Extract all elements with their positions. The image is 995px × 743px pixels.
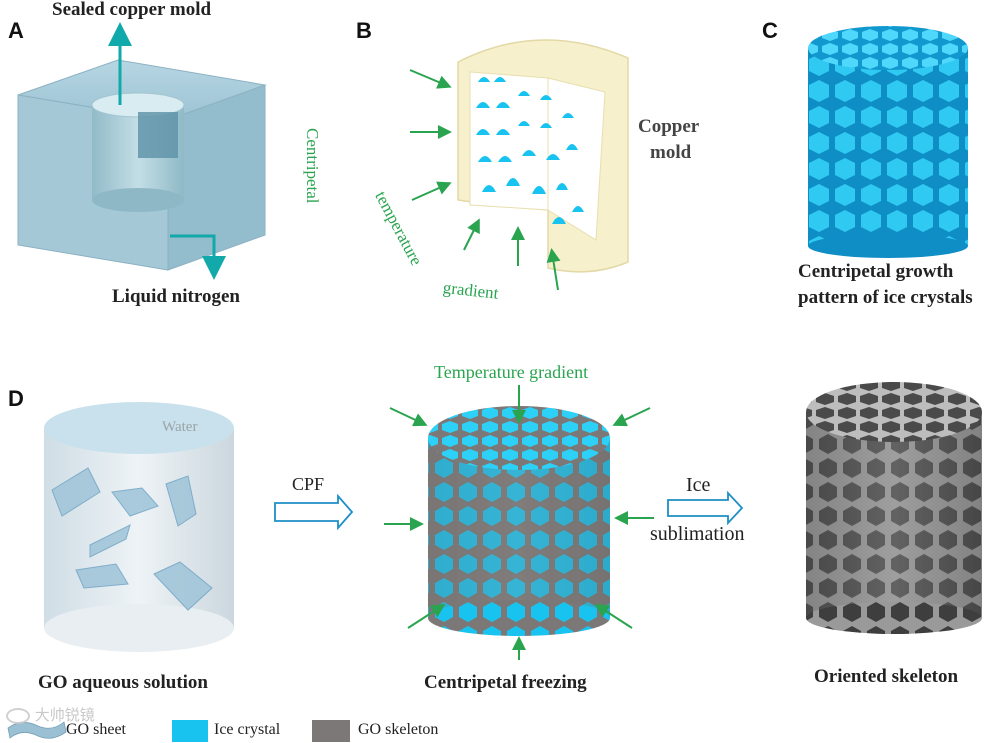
- nitrogen-box-side: [167, 84, 266, 271]
- watermark-logo-icon: [6, 707, 30, 724]
- curved-label-centripetal: Centripetal: [303, 128, 322, 204]
- centripetal-freezing-caption: Centripetal freezing: [424, 672, 587, 693]
- panel-b-graphic: [409, 39, 629, 291]
- arrow-to-nitrogen: [170, 234, 226, 280]
- liquid-nitrogen-label: Liquid nitrogen: [112, 286, 240, 307]
- panel-b-letter: B: [356, 18, 372, 43]
- water-cylinder: [44, 428, 234, 628]
- panel-c-graphic: [808, 26, 968, 258]
- water-surface: [44, 402, 234, 454]
- sublimation-label: sublimation: [650, 523, 745, 545]
- panel-c-caption-line1: Centripetal growth: [798, 261, 954, 282]
- sublimation-hollow-arrow: [667, 490, 744, 526]
- copper-mold-label-line1: Copper: [638, 116, 700, 137]
- legend-go-sheet-swatch: [7, 721, 67, 739]
- legend-skeleton-swatch: [312, 720, 350, 742]
- cpf-label: CPF: [292, 474, 325, 494]
- panel-b-gradient-arrows: [409, 69, 561, 291]
- ice-label: Ice: [686, 474, 711, 496]
- legend-ice-crystal-label: Ice crystal: [214, 721, 281, 738]
- watermark-label: 大帅锐镜: [34, 706, 95, 724]
- legend-go-skeleton-label: GO skeleton: [358, 721, 439, 738]
- freezing-gradient-arrows: [384, 385, 654, 660]
- panel-c-caption-line2: pattern of ice crystals: [798, 287, 973, 308]
- skeleton-cylinder-top: [806, 382, 982, 442]
- legend-graphics: [7, 720, 350, 742]
- ice-crystal-cylinder-side: [808, 48, 968, 246]
- ice-crystal-cylinder-top: [808, 26, 968, 70]
- panel-a-letter: A: [8, 18, 24, 43]
- watermark-text: 大帅锐镜: [6, 704, 95, 725]
- panel-d-graphic: [44, 382, 982, 660]
- freezing-cylinder-top: [428, 406, 610, 470]
- cpf-hollow-arrow: [274, 493, 354, 531]
- water-label: Water: [162, 419, 198, 435]
- ice-nuclei: [476, 77, 584, 224]
- go-sheets: [51, 467, 213, 611]
- panel-a-graphic: [17, 22, 267, 280]
- legend-ice-swatch: [172, 720, 208, 742]
- oriented-skeleton-caption: Oriented skeleton: [814, 666, 959, 687]
- panel-c-letter: C: [762, 18, 778, 43]
- copper-mold-label-line2: mold: [650, 142, 692, 163]
- go-solution-caption: GO aqueous solution: [38, 672, 208, 693]
- panel-d-letter: D: [8, 386, 24, 411]
- sealed-copper-mold-label: Sealed copper mold: [52, 0, 212, 20]
- temperature-gradient-label: Temperature gradient: [434, 362, 589, 382]
- legend-go-sheet-label: GO sheet: [66, 721, 126, 738]
